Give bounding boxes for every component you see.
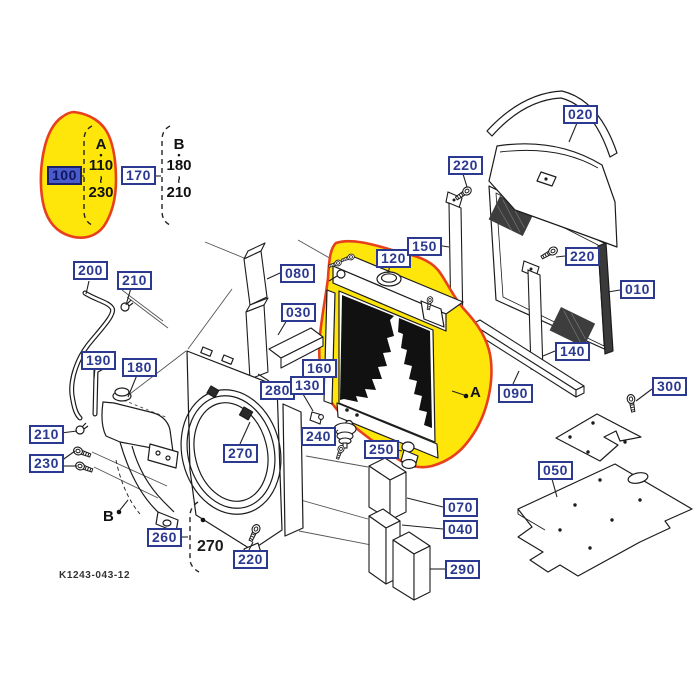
callout-050[interactable]: 050 [538,461,573,480]
callout-220-shroud[interactable]: 220 [233,550,268,569]
reference-dots [116,393,469,523]
leader-lines [60,122,653,570]
group-a-start: 110 [88,157,114,174]
callout-210-tank-clamp[interactable]: 210 [29,425,64,444]
group-a-tilde: ~ [93,175,109,184]
bolt-220-stay-top [453,184,474,203]
callout-120[interactable]: 120 [376,249,411,268]
callout-290[interactable]: 290 [445,560,480,579]
callout-100[interactable]: 100 [47,166,82,185]
foam-blocks-bottom [368,457,431,601]
callout-220-stay-right[interactable]: 220 [565,247,600,266]
group-b-dot: • [177,150,181,160]
callout-180[interactable]: 180 [122,358,157,377]
group-b-end: 210 [166,184,192,201]
group-bracket-270-line [189,501,200,573]
callout-150[interactable]: 150 [407,237,442,256]
group-b-tilde: ~ [171,175,187,184]
radiator-core-fins [340,295,394,402]
callout-170[interactable]: 170 [121,166,156,185]
group-range-a: A • 110 ~ 230 [84,137,118,201]
view-ref-b: B [103,508,114,525]
group-bracket-a-line [83,125,93,226]
callout-070[interactable]: 070 [443,498,478,517]
cover-plates-050 [517,413,693,577]
group-range-b: B • 180 ~ 210 [161,137,197,201]
drawing-number: K1243-043-12 [59,570,131,581]
group-bracket-lines [83,125,200,573]
callout-040[interactable]: 040 [443,520,478,539]
callout-090[interactable]: 090 [498,384,533,403]
callout-270-range-label: 270 [197,538,224,555]
group-a-dot: • [99,150,103,160]
callout-300[interactable]: 300 [652,377,687,396]
callout-140[interactable]: 140 [555,342,590,361]
bolt-300 [625,393,638,414]
callout-220-stay-top[interactable]: 220 [448,156,483,175]
callout-160[interactable]: 160 [302,359,337,378]
group-b-letter: B [173,136,185,153]
callout-130[interactable]: 130 [290,376,325,395]
callout-270-clip[interactable]: 270 [223,444,258,463]
callout-030[interactable]: 030 [281,303,316,322]
group-a-letter: A [95,136,107,153]
foam-pads [243,242,324,380]
hose-clamp-210-top [120,299,134,312]
callout-190[interactable]: 190 [81,351,116,370]
hose-clamp-210-tank [75,422,89,435]
shroud-clip [206,385,220,399]
callout-250[interactable]: 250 [364,440,399,459]
group-b-start: 180 [166,157,192,174]
callout-230[interactable]: 230 [29,454,64,473]
reserve-tank-drawing [101,387,179,533]
callout-240[interactable]: 240 [301,427,336,446]
mount-cushion-240 [333,422,357,449]
view-ref-a: A [470,384,481,401]
group-bracket-b-line [161,125,171,226]
bolt-230-a [71,445,93,460]
bolt-240 [334,444,346,461]
shroud-clip-270 [238,406,254,421]
callout-080[interactable]: 080 [280,264,315,283]
clamp-130 [309,411,324,425]
radiator-drawing [323,255,464,470]
rear-screen-panel-drawing [488,185,614,355]
callout-210-hose-clamp[interactable]: 210 [117,271,152,290]
callout-200[interactable]: 200 [73,261,108,280]
callout-260[interactable]: 260 [147,528,182,547]
group-a-end: 230 [88,184,114,201]
bolt-230-b [73,460,95,475]
callout-010[interactable]: 010 [620,280,655,299]
callout-020[interactable]: 020 [563,105,598,124]
